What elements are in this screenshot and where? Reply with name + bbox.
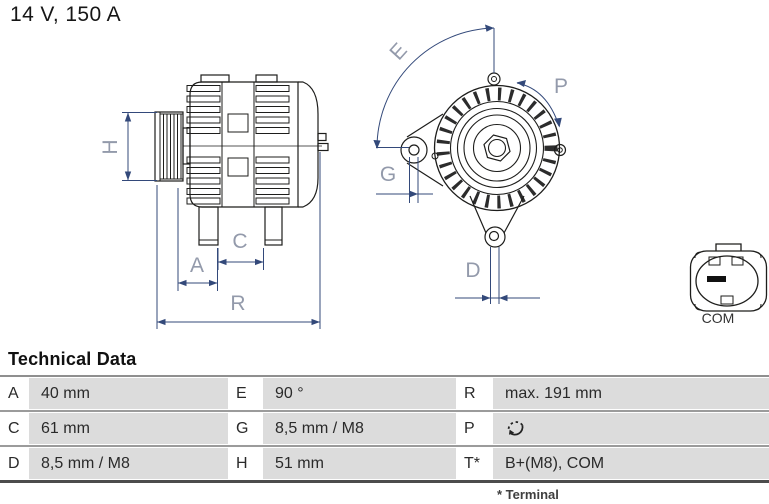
table-key-t: T* [456, 448, 493, 479]
mounting-foot [264, 206, 283, 246]
dim-label-r: R [230, 292, 245, 315]
mounting-foot [198, 206, 219, 246]
table-row: C 61 mm G 8,5 mm / M8 P [0, 413, 769, 444]
table-key-g: G [228, 413, 263, 444]
pulley [154, 111, 184, 182]
alternator-side-view [154, 74, 329, 246]
dim-label-a: A [190, 254, 204, 277]
side-view-dimensions: H A C R [99, 112, 321, 329]
pulley-grooves [163, 114, 182, 179]
terminal-stub [317, 132, 327, 142]
right-lug [553, 143, 567, 157]
table-key-d: D [0, 448, 29, 479]
table-key-h: H [228, 448, 263, 479]
page-title: 14 V, 150 A [10, 3, 122, 26]
technical-data-heading: Technical Data [8, 349, 137, 369]
table-value-t: B+(M8), COM [493, 448, 769, 479]
connector-pin [731, 256, 744, 266]
table-value-g: 8,5 mm / M8 [263, 413, 456, 444]
alternator-front-view [400, 72, 567, 248]
table-value-c: 61 mm [29, 413, 228, 444]
dim-label-e: E [385, 39, 411, 65]
dim-label-d: D [465, 259, 480, 282]
top-tab [200, 74, 230, 83]
table-key-r: R [456, 378, 493, 409]
cooling-slots [436, 87, 558, 209]
connector-blade [707, 276, 726, 282]
top-tab [255, 74, 278, 83]
table-value-e: 90 ° [263, 378, 456, 409]
table-value-h: 51 mm [263, 448, 456, 479]
table-row: D 8,5 mm / M8 H 51 mm T* B+(M8), COM [0, 448, 769, 479]
technical-drawings: H A C R [99, 24, 768, 329]
dim-label-g: G [380, 163, 396, 186]
table-rule [0, 445, 769, 447]
table-rule [0, 410, 769, 412]
table-rule [0, 375, 769, 377]
cooling-fins [186, 85, 290, 205]
table-key-c: C [0, 413, 29, 444]
table-row: A 40 mm E 90 ° R max. 191 mm [0, 378, 769, 409]
connector-label: COM [702, 310, 735, 326]
top-lug [487, 72, 501, 86]
rear-cover [298, 81, 319, 208]
table-key-p: P [456, 413, 493, 444]
front-view-dimensions: E G P D [373, 24, 568, 304]
terminal-footnote: * Terminal [497, 487, 559, 502]
connector-pin [720, 295, 734, 305]
technical-data-section: Technical Data A 40 mm E 90 ° R max. 191… [0, 349, 769, 484]
dim-label-c: C [232, 230, 247, 253]
table-value-p [493, 413, 769, 444]
table-value-r: max. 191 mm [493, 378, 769, 409]
dim-label-p: P [554, 75, 568, 98]
table-rule [0, 480, 769, 483]
terminal-stub [317, 142, 329, 152]
connector-pin [708, 256, 721, 266]
connector-housing [689, 250, 768, 312]
table-value-d: 8,5 mm / M8 [29, 448, 228, 479]
dim-label-h: H [99, 139, 122, 154]
bottom-mounting-ear [469, 195, 525, 234]
table-value-a: 40 mm [29, 378, 228, 409]
table-key-e: E [228, 378, 263, 409]
com-connector-detail: COM [689, 243, 768, 326]
connector-tab [715, 243, 742, 251]
rotation-ccw-icon [507, 420, 524, 435]
left-mounting-ear [406, 113, 444, 187]
shaft-nut [483, 134, 511, 162]
table-key-a: A [0, 378, 29, 409]
